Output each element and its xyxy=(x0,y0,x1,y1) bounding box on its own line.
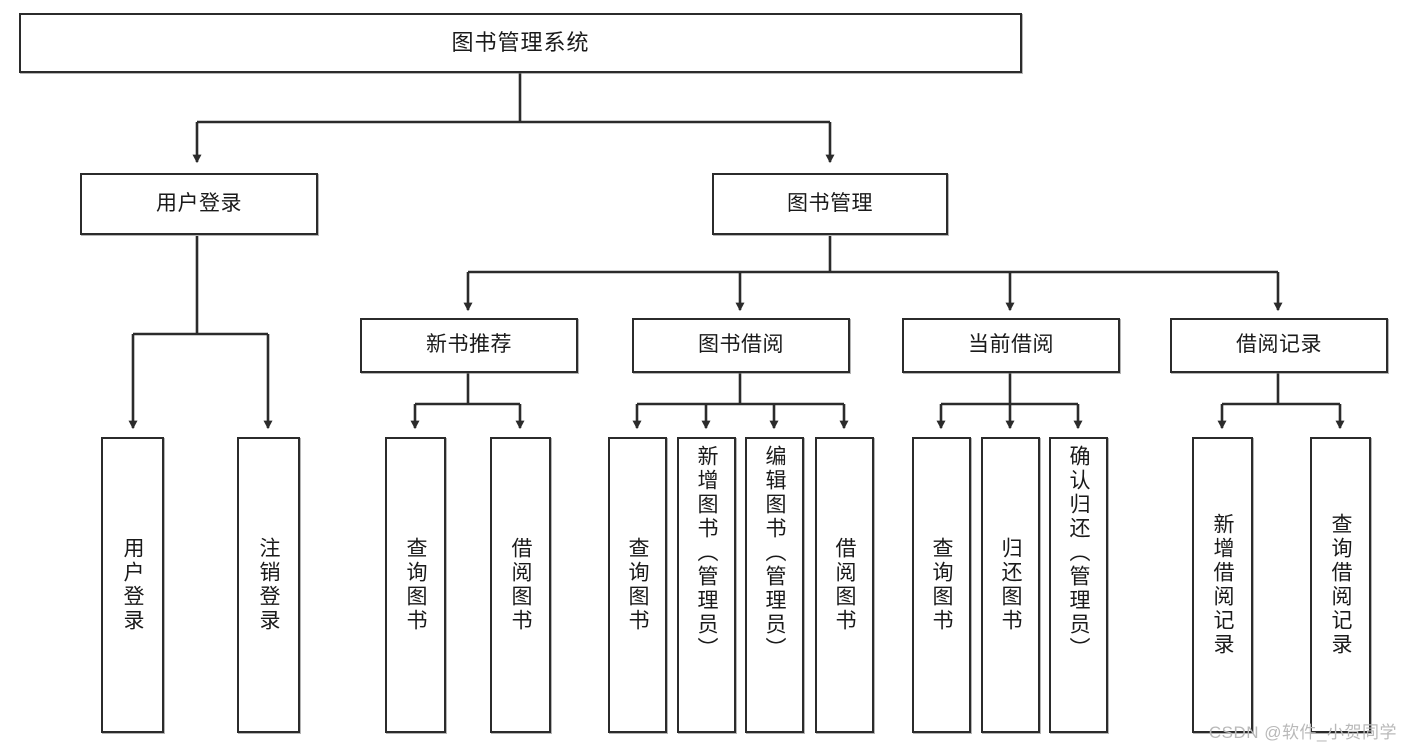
node-current-borrow[interactable]: 当前借阅 xyxy=(902,318,1120,373)
node-label: 借阅记录 xyxy=(1236,333,1322,357)
node-label: 图书借阅 xyxy=(698,333,784,357)
node-label: 注销登录 xyxy=(257,537,280,633)
node-label: 新书推荐 xyxy=(426,333,512,357)
node-label: 借阅图书 xyxy=(833,537,856,633)
node-label: 查询图书 xyxy=(626,537,649,633)
leaf-confirm-return-admin[interactable]: 确认归还（管理员） xyxy=(1049,437,1108,733)
node-book-management-system[interactable]: 图书管理系统 xyxy=(19,13,1022,73)
node-label: 查询图书 xyxy=(930,537,953,633)
node-user-login[interactable]: 用户登录 xyxy=(80,173,318,235)
node-label: 用户登录 xyxy=(121,537,144,633)
node-label: 图书管理系统 xyxy=(451,30,590,56)
node-label: 查询图书 xyxy=(404,537,427,633)
leaf-borrow-book[interactable]: 借阅图书 xyxy=(815,437,874,733)
leaf-query-book-recommend[interactable]: 查询图书 xyxy=(385,437,446,733)
node-label: 编辑图书（管理员） xyxy=(763,445,786,661)
node-label: 确认归还（管理员） xyxy=(1067,445,1090,661)
node-label: 查询借阅记录 xyxy=(1329,513,1352,657)
node-label: 新增图书（管理员） xyxy=(695,445,718,661)
node-label: 新增借阅记录 xyxy=(1211,513,1234,657)
node-label: 借阅图书 xyxy=(509,537,532,633)
node-label: 当前借阅 xyxy=(968,333,1054,357)
node-new-book-recommend[interactable]: 新书推荐 xyxy=(360,318,578,373)
node-book-borrow[interactable]: 图书借阅 xyxy=(632,318,850,373)
leaf-query-borrow-record[interactable]: 查询借阅记录 xyxy=(1310,437,1371,733)
leaf-borrow-book-recommend[interactable]: 借阅图书 xyxy=(490,437,551,733)
leaf-query-book-borrow[interactable]: 查询图书 xyxy=(608,437,667,733)
leaf-add-borrow-record[interactable]: 新增借阅记录 xyxy=(1192,437,1253,733)
leaf-query-book-current[interactable]: 查询图书 xyxy=(912,437,971,733)
node-label: 归还图书 xyxy=(999,537,1022,633)
node-label: 图书管理 xyxy=(787,191,873,215)
leaf-user-login[interactable]: 用户登录 xyxy=(101,437,164,733)
leaf-return-book[interactable]: 归还图书 xyxy=(981,437,1040,733)
node-borrow-record[interactable]: 借阅记录 xyxy=(1170,318,1388,373)
node-book-management[interactable]: 图书管理 xyxy=(712,173,948,235)
leaf-add-book-admin[interactable]: 新增图书（管理员） xyxy=(677,437,736,733)
leaf-user-logout[interactable]: 注销登录 xyxy=(237,437,300,733)
node-label: 用户登录 xyxy=(156,191,242,215)
leaf-edit-book-admin[interactable]: 编辑图书（管理员） xyxy=(745,437,804,733)
